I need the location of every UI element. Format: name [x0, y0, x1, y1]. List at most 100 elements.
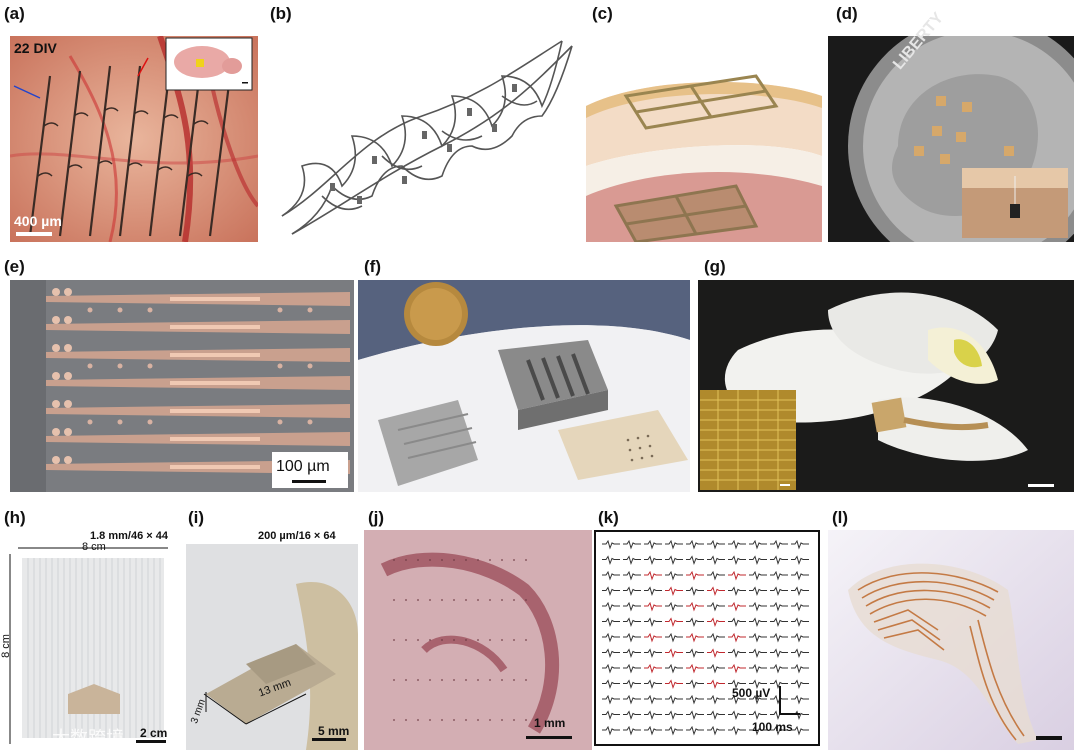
trace-line	[749, 632, 767, 643]
trace-line	[707, 632, 725, 643]
panel-k-time-scale: 100 ms	[752, 720, 793, 734]
trace-line	[686, 648, 704, 659]
trace-line	[665, 601, 683, 612]
trace-line	[602, 679, 620, 690]
trace-line	[665, 539, 683, 550]
trace-line	[728, 679, 746, 690]
trace-line	[665, 586, 683, 597]
trace-line	[791, 617, 809, 628]
trace-line	[665, 679, 683, 690]
trace-line	[644, 648, 662, 659]
trace-line	[644, 617, 662, 628]
trace-line	[623, 617, 641, 628]
trace-line	[602, 601, 620, 612]
panel-e-label: (e)	[4, 257, 25, 276]
trace-line	[728, 539, 746, 550]
trace-line	[728, 663, 746, 674]
trace-line	[623, 648, 641, 659]
trace-line	[728, 601, 746, 612]
trace-line	[749, 570, 767, 581]
panel-i-pitch-label: 200 µm/16 × 64	[258, 530, 336, 542]
trace-line	[623, 601, 641, 612]
panel-b-label: (b)	[270, 4, 292, 23]
panel-g-label: (g)	[704, 257, 726, 276]
trace-line	[686, 570, 704, 581]
trace-line	[791, 601, 809, 612]
trace-line	[623, 710, 641, 721]
trace-line	[791, 632, 809, 643]
trace-line	[770, 648, 788, 659]
trace-line	[686, 632, 704, 643]
panel-f-image	[358, 280, 690, 492]
trace-line	[791, 586, 809, 597]
panel-h-pitch-label: 1.8 mm/46 × 44	[90, 530, 168, 542]
trace-line	[623, 570, 641, 581]
panel-c-image	[586, 36, 822, 242]
trace-line	[770, 694, 788, 705]
trace-line	[623, 694, 641, 705]
trace-line	[770, 632, 788, 643]
trace-line	[623, 725, 641, 736]
trace-line	[707, 694, 725, 705]
trace-line	[644, 679, 662, 690]
trace-line	[749, 725, 767, 736]
trace-line	[602, 632, 620, 643]
panel-l-label: (l)	[832, 508, 849, 527]
trace-line	[749, 663, 767, 674]
trace-line	[644, 586, 662, 597]
trace-line	[791, 539, 809, 550]
trace-line	[686, 555, 704, 566]
trace-line	[623, 555, 641, 566]
trace-line	[770, 617, 788, 628]
trace-line	[749, 710, 767, 721]
trace-line	[665, 570, 683, 581]
trace-line	[602, 570, 620, 581]
trace-line	[623, 679, 641, 690]
trace-line	[644, 663, 662, 674]
trace-line	[791, 725, 809, 736]
trace-line	[791, 663, 809, 674]
trace-line	[644, 601, 662, 612]
panel-k-voltage-scale: 500 µV	[732, 686, 771, 700]
trace-line	[770, 570, 788, 581]
panel-b-image	[272, 36, 582, 242]
trace-line	[644, 694, 662, 705]
trace-line	[770, 663, 788, 674]
trace-line	[749, 617, 767, 628]
trace-line	[686, 601, 704, 612]
trace-line	[602, 648, 620, 659]
trace-line	[707, 648, 725, 659]
trace-line	[623, 663, 641, 674]
trace-line	[707, 601, 725, 612]
trace-line	[686, 725, 704, 736]
panel-h-label: (h)	[4, 508, 26, 527]
trace-line	[665, 710, 683, 721]
trace-line	[728, 694, 746, 705]
trace-line	[623, 539, 641, 550]
trace-line	[791, 648, 809, 659]
panel-k-image	[594, 530, 820, 746]
panel-i-image	[186, 544, 358, 750]
panel-a-div-annotation: 22 DIV	[14, 40, 57, 56]
trace-line	[644, 555, 662, 566]
panel-h-height-label: 8 cm	[0, 634, 12, 658]
trace-line	[728, 617, 746, 628]
trace-line	[749, 679, 767, 690]
trace-line	[707, 617, 725, 628]
trace-line	[791, 694, 809, 705]
trace-line	[770, 539, 788, 550]
panel-a-label: (a)	[4, 4, 25, 23]
trace-line	[665, 725, 683, 736]
trace-line	[665, 648, 683, 659]
panel-h-width-label: 8 cm	[82, 541, 106, 553]
trace-line	[770, 601, 788, 612]
trace-line	[644, 632, 662, 643]
trace-line	[728, 725, 746, 736]
trace-line	[602, 710, 620, 721]
trace-line	[728, 632, 746, 643]
trace-line	[665, 617, 683, 628]
trace-line	[686, 663, 704, 674]
trace-line	[665, 663, 683, 674]
panel-c-label: (c)	[592, 4, 613, 23]
trace-line	[749, 586, 767, 597]
